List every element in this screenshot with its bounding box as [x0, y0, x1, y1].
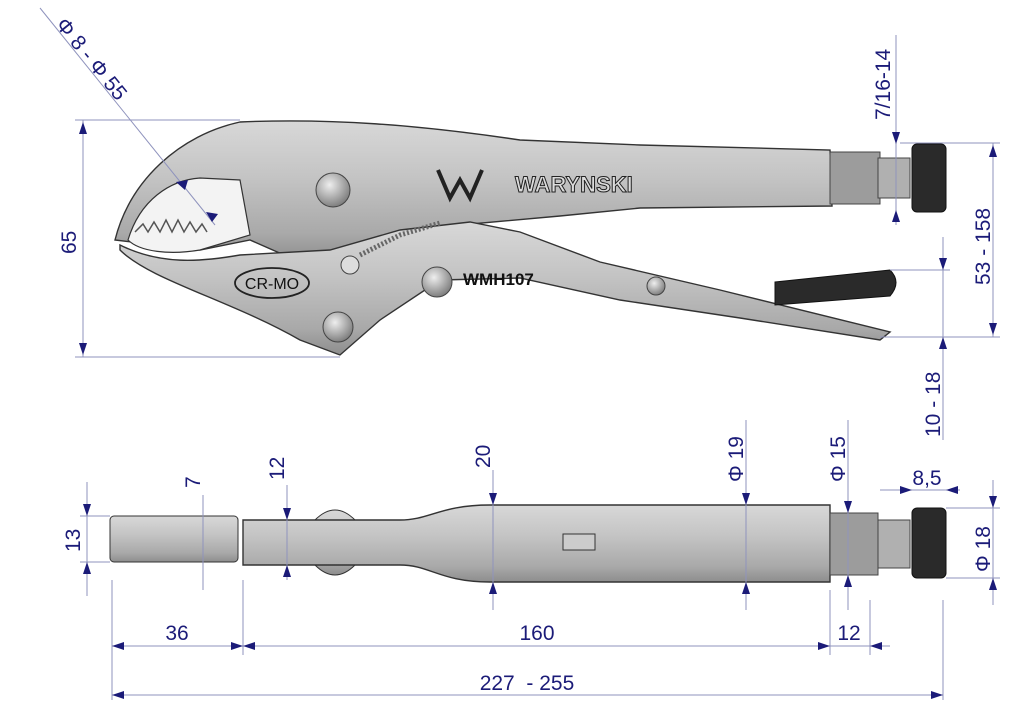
plier-side-view: WARYNSKI WMH107 CR-MO	[114, 120, 947, 356]
model-number: WMH107	[463, 270, 534, 289]
dim-handle-gap: 10 - 18	[922, 372, 945, 437]
adjustment-knob-top	[911, 507, 947, 579]
dim-thread: 7/16-14	[872, 48, 895, 120]
dim-height: 65	[58, 231, 81, 254]
dim-jaw-length: 36	[165, 622, 188, 645]
dim-opening-range: 53 - 158	[972, 208, 995, 285]
brand-name: WARYNSKI	[515, 172, 633, 197]
plier-top-view	[109, 504, 947, 583]
dim-body-length: 160	[519, 622, 554, 645]
material-mark: CR-MO	[245, 276, 299, 293]
adjustment-knob	[911, 143, 947, 213]
dim-handle-dia: Φ 19	[725, 436, 748, 482]
release-lever-grip	[774, 269, 897, 306]
dim-jaw-capacity: Φ 8 - Φ 55	[51, 14, 131, 105]
dim-screw-dia: Φ 15	[827, 436, 850, 482]
bottom-view-dimensions: 13 7 12 20 Φ 19 Φ 15 8,5 Φ 18 36 160 12	[62, 420, 1000, 700]
dim-body-width: 20	[472, 445, 495, 468]
dim-neck: 12	[266, 457, 289, 480]
brand-logo: WARYNSKI	[436, 169, 633, 203]
dim-jaw-thickness: 13	[62, 529, 85, 552]
dim-screw-length: 12	[837, 622, 860, 645]
dim-knob-width: 8,5	[912, 467, 941, 490]
dim-jaw-tip: 7	[182, 476, 205, 488]
dim-total-length: 227 - 255	[480, 672, 575, 695]
dim-knob-dia: Φ 18	[972, 526, 995, 572]
